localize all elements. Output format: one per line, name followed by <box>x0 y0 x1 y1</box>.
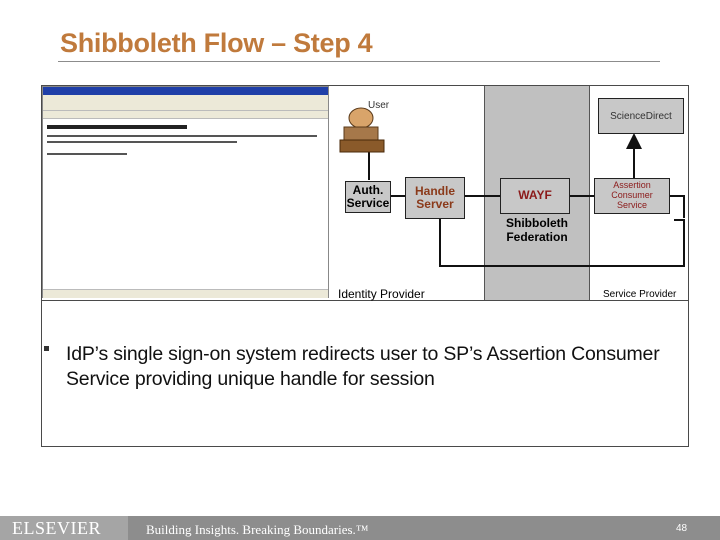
acs-label-line2: Consumer <box>611 190 653 201</box>
sciencedirect-node: ScienceDirect <box>598 98 684 134</box>
auth-label-line2: Service <box>346 196 390 210</box>
identity-provider-label: Identity Provider <box>338 287 425 301</box>
browser-menubar <box>43 95 328 101</box>
browser-screenshot <box>42 86 329 298</box>
browser-page-heading <box>47 125 187 129</box>
browser-text-line <box>47 141 237 143</box>
acs-label-line3: Service <box>616 199 647 210</box>
browser-text-line <box>47 135 317 137</box>
acs-label-line1: Assertion <box>613 180 651 191</box>
user-label: User <box>368 100 390 111</box>
auth-label-line1: Auth. <box>352 182 384 197</box>
wayf-label: WAYF <box>518 188 552 203</box>
frame-divider <box>41 300 689 301</box>
user-icon <box>339 107 385 153</box>
federation-label-line1: Shibboleth <box>506 216 568 230</box>
service-provider-label: Service Provider <box>603 289 677 300</box>
bullet-text: IdP’s single sign-on system redirects us… <box>66 343 660 390</box>
footer-logo-block <box>0 516 128 540</box>
footer-tagline: Building Insights. Breaking Boundaries.™ <box>146 522 369 537</box>
browser-toolbar <box>43 101 328 111</box>
browser-titlebar <box>43 87 328 95</box>
acs-side-line <box>668 195 685 218</box>
sciencedirect-label: ScienceDirect <box>610 110 672 122</box>
handle-label-line1: Handle <box>414 183 455 198</box>
title-underline <box>58 61 660 62</box>
browser-text-line <box>47 153 127 155</box>
wayf-node: WAYF <box>500 178 570 214</box>
bullet-marker <box>44 346 49 351</box>
auth-service-node: Auth.Service <box>345 181 391 213</box>
diagram-frame <box>41 85 689 447</box>
browser-statusbar <box>43 289 328 298</box>
page-number: 48 <box>676 523 688 534</box>
slide-title: Shibboleth Flow – Step 4 <box>60 28 373 58</box>
federation-label-line2: Federation <box>506 230 568 244</box>
handle-return-path <box>439 218 685 267</box>
browser-address-bar <box>43 111 328 119</box>
elsevier-logo: ELSEVIER <box>12 518 101 538</box>
handle-label-line2: Server <box>416 197 454 211</box>
